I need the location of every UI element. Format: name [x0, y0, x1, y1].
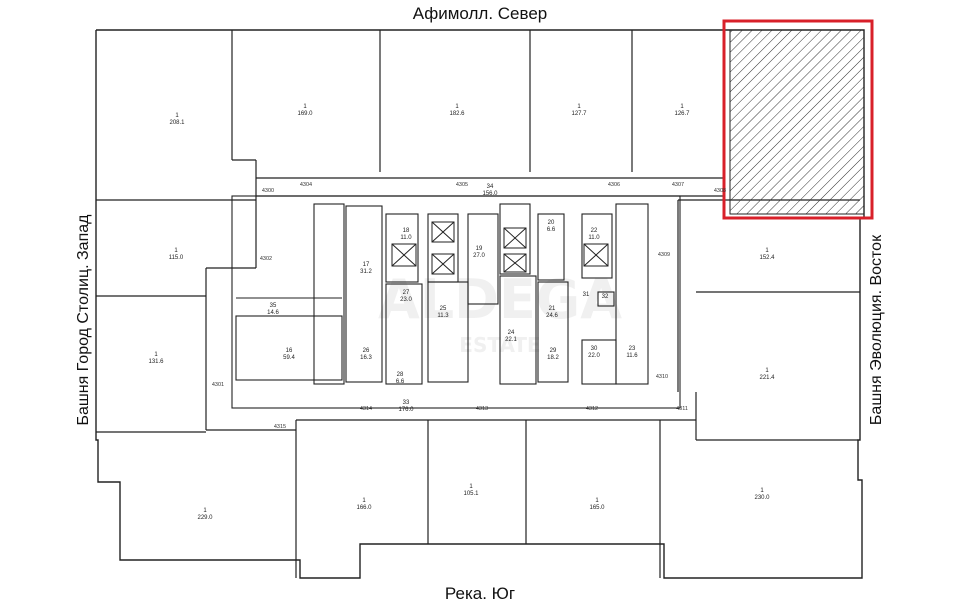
- room-area: 221.4: [759, 375, 775, 381]
- room-area: 31.2: [360, 269, 372, 275]
- room-number: 25: [440, 306, 447, 312]
- room-area: 11.0: [588, 235, 600, 241]
- room-number: 21: [549, 306, 556, 312]
- room-number: 1: [760, 488, 764, 494]
- hatched-unit[interactable]: [729, 29, 865, 215]
- room-area: 27.0: [473, 253, 485, 259]
- corridor-code: 4307: [672, 182, 684, 188]
- direction-label-south: Река. Юг: [444, 584, 516, 603]
- corridor-code: 4314: [360, 406, 372, 412]
- room-area: 208.1: [169, 120, 185, 126]
- room-area: 23.0: [400, 297, 412, 303]
- room-number: 30: [591, 346, 598, 352]
- corridor-code: 4301: [212, 382, 224, 388]
- corridor-code: 4300: [262, 188, 274, 194]
- south-partitions: [206, 419, 696, 578]
- highlight-frame: [722, 19, 874, 220]
- room-number: 28: [397, 372, 404, 378]
- room-area: 22.0: [588, 353, 600, 359]
- corridor-code: 4312: [586, 406, 598, 412]
- elevator-shafts: [391, 221, 609, 275]
- corridor-code: 4306: [608, 182, 620, 188]
- room-area: 16.3: [360, 355, 372, 361]
- room-number: 1: [765, 368, 769, 374]
- north-partitions: [96, 30, 860, 441]
- room-number: 1: [362, 498, 366, 504]
- room-number: 1: [469, 484, 473, 490]
- room-area: 152.4: [759, 255, 775, 261]
- room-number: 32: [602, 294, 609, 300]
- room-area: 11.0: [400, 235, 412, 241]
- room-number: 18: [403, 228, 410, 234]
- room-number: 1: [680, 104, 684, 110]
- room-area: 115.0: [169, 255, 184, 261]
- room-number: 26: [363, 348, 370, 354]
- corridor-code: 4304: [300, 182, 312, 188]
- room-number: 16: [286, 348, 293, 354]
- core-block: [231, 195, 681, 409]
- room-area: 126.7: [674, 111, 690, 117]
- room-area: 176.0: [398, 407, 414, 413]
- room-area: 11.3: [437, 313, 449, 319]
- room-area: 156.0: [482, 191, 498, 197]
- corridor-code: 4302: [260, 256, 272, 262]
- room-area: 22.1: [505, 337, 517, 343]
- room-number: 1: [595, 498, 599, 504]
- room-area: 6.6: [547, 227, 556, 233]
- room-number: 1: [303, 104, 307, 110]
- room-number: 20: [548, 220, 555, 226]
- corridor-code: 4313: [476, 406, 488, 412]
- room-number: 1: [577, 104, 581, 110]
- room-area: 169.0: [297, 111, 313, 117]
- room-area: 182.6: [449, 111, 465, 117]
- room-number: 24: [508, 330, 515, 336]
- room-area: 24.6: [546, 313, 558, 319]
- direction-label-west: Башня Город Столиц. Запад: [75, 214, 92, 426]
- room-number: 27: [403, 290, 410, 296]
- corridor-code: 4310: [656, 374, 668, 380]
- room-number: 1: [154, 352, 158, 358]
- room-number: 19: [476, 246, 483, 252]
- room-number: 35: [270, 303, 277, 309]
- room-area: 166.0: [356, 505, 372, 511]
- corridor-code: 4309: [658, 252, 670, 258]
- room-area: 6.6: [396, 379, 405, 385]
- room-number: 31: [583, 292, 590, 298]
- room-area: 127.7: [571, 111, 587, 117]
- room-number: 17: [363, 262, 370, 268]
- room-number: 1: [203, 508, 207, 514]
- room-number: 33: [403, 400, 410, 406]
- room-area: 18.2: [547, 355, 559, 361]
- room-number: 29: [550, 348, 557, 354]
- direction-label-east: Башня Эволюция. Восток: [868, 234, 885, 426]
- room-number: 1: [455, 104, 459, 110]
- room-number: 1: [174, 248, 178, 254]
- room-area: 59.4: [283, 355, 295, 361]
- room-area: 229.0: [197, 515, 213, 521]
- room-number: 22: [591, 228, 598, 234]
- corridor-code: 4308: [714, 188, 726, 194]
- corridor-code: 4315: [274, 424, 286, 430]
- corridor-code: 4311: [676, 406, 688, 412]
- room-area: 11.6: [626, 353, 638, 359]
- room-number: 1: [175, 113, 179, 119]
- room-labels: 1208.11169.01182.61127.71126.71115.01131…: [148, 104, 775, 521]
- direction-label-north: Афимолл. Север: [412, 4, 548, 23]
- room-area: 105.1: [463, 491, 479, 497]
- room-area: 131.6: [148, 359, 164, 365]
- corridor-code: 4305: [456, 182, 468, 188]
- corridor-labels: 4300 4304 4305 4306 4307 4308 4302 4309 4301 4310…: [212, 182, 726, 430]
- room-number: 23: [629, 346, 636, 352]
- room-number: 1: [765, 248, 769, 254]
- room-area: 14.6: [267, 310, 279, 316]
- room-number: 34: [487, 184, 494, 190]
- room-area: 165.0: [589, 505, 605, 511]
- room-area: 230.0: [754, 495, 770, 501]
